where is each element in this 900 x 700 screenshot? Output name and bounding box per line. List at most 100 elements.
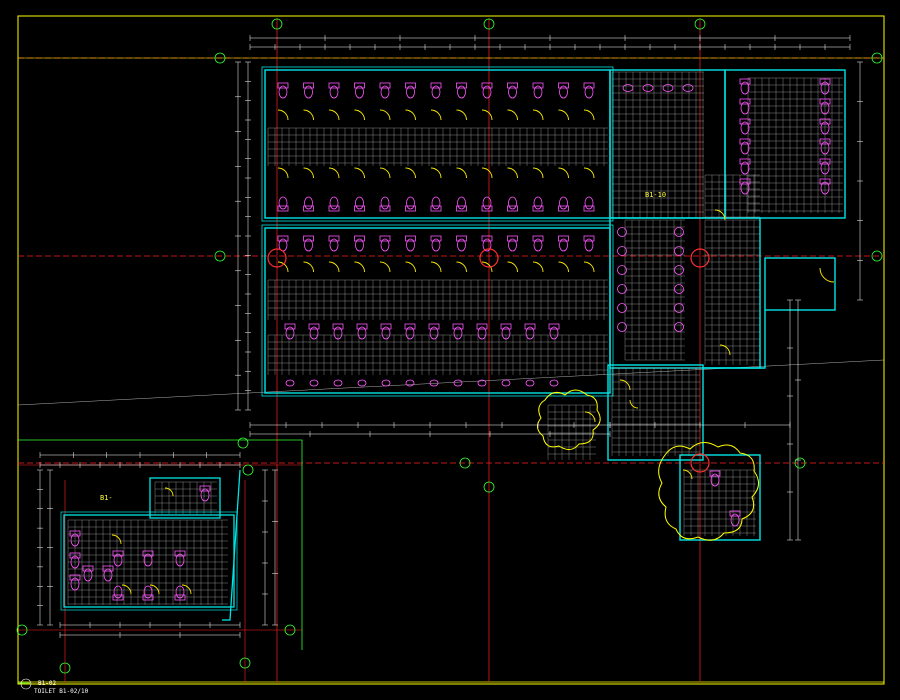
toilet-bowl [559,196,568,210]
toilet-icon [69,530,81,547]
urinal-icon [357,379,367,387]
sink-icon [674,265,684,275]
door-swing [583,167,595,179]
toilet-tank [558,82,569,89]
toilet-bowl [355,196,364,210]
dimension-lines [37,35,863,638]
toilet-bowl [309,326,319,340]
door-swing [354,261,365,273]
door-swing [456,167,467,179]
grid-bubble [794,457,806,469]
toilet-icon [739,158,751,175]
toilet-tank [729,510,741,517]
sink-icon [617,322,627,332]
toilet-tank [430,205,442,212]
toilet-icon [303,196,314,212]
toilet-bowl [200,488,210,502]
toilet-tank [819,78,831,85]
toilet-tank [481,205,493,212]
toilet-tank [332,323,344,330]
toilet-tank [174,550,186,557]
toilet-bowl [820,181,830,195]
toilet-tank [379,205,391,212]
toilet-bowl [820,121,830,135]
toilet-icon [430,235,442,252]
toilet-icon [328,235,340,252]
toilet-icon [69,574,81,591]
toilet-bowl [482,196,492,210]
toilet-bowl [533,196,543,210]
toilet-icon [456,235,467,252]
toilet-tank [456,82,467,89]
toilet-bowl [175,553,185,567]
toilet-icon [82,565,94,582]
door-swing [111,534,122,545]
toilet-tank [558,205,569,212]
toilet-tank [430,82,442,89]
toilet-bowl [83,568,93,582]
door-swing [405,167,416,179]
sink-icon [617,284,627,294]
toilet-tank [328,82,340,89]
sink-icon [674,227,684,237]
toilet-tank [532,82,544,89]
toilet-bowl [457,85,466,99]
toilet-tank [819,158,831,165]
toilet-icon [379,82,391,99]
toilet-bowl [820,141,830,155]
toilet-icon [583,235,595,252]
toilet-icon [819,178,831,195]
toilet-tank [277,82,289,89]
grid-bubbles [16,18,883,674]
toilet-tank [102,565,114,572]
toilet-icon [379,196,391,212]
toilet-icon [277,82,289,99]
toilet-bowl [380,238,390,252]
door-swing [714,209,726,221]
toilet-icon [380,323,392,340]
sink-icon [662,84,674,92]
toilet-tank [507,235,518,242]
toilet-icon [430,196,442,212]
toilet-bowl [355,238,364,252]
grid-bubble [237,437,249,449]
urinal-icon [477,379,487,387]
grid-bubble [214,250,226,262]
sink-icon [617,227,627,237]
toilet-icon [404,323,416,340]
toilet-bowl [329,85,339,99]
toilet-icon [354,82,365,99]
grid-bubble [271,18,283,30]
toilet-icon [476,323,488,340]
door-swing [328,261,340,273]
title-marker [20,678,32,690]
door-swing [181,584,192,595]
toilet-icon [532,82,544,99]
toilet-bowl [329,196,339,210]
toilet-icon [379,235,391,252]
door-swing [328,109,340,121]
grid-axes [17,18,885,682]
tile-pattern [67,71,843,605]
toilet-icon [819,98,831,115]
toilet-icon [507,82,518,99]
toilet-bowl [740,81,750,95]
toilet-tank [354,205,365,212]
toilet-tank [819,138,831,145]
toilet-icon [332,323,344,340]
toilet-icon [452,323,464,340]
toilet-bowl [559,238,568,252]
toilet-tank [142,594,154,601]
toilet-icon [709,470,721,487]
toilet-icon [819,78,831,95]
toilet-tank [819,118,831,125]
door-swing [481,109,493,121]
toilet-bowl [381,326,391,340]
door-swing [277,167,289,179]
toilet-icon [405,235,416,252]
toilet-bowl [304,196,313,210]
urinal-icon [453,379,463,387]
toilet-icon [174,550,186,567]
toilet-icon [507,235,518,252]
door-swing [379,261,391,273]
